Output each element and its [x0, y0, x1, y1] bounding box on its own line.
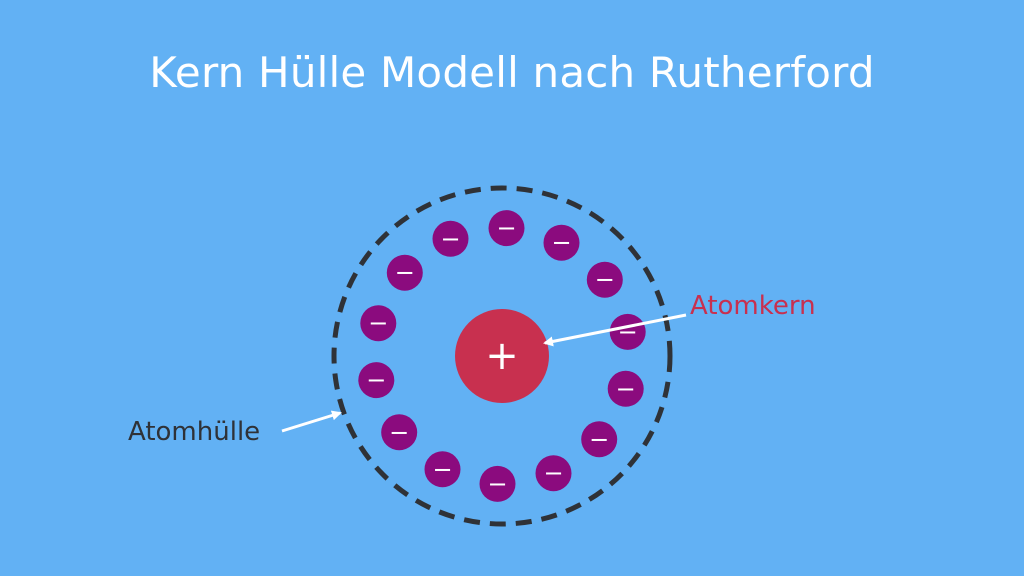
electron-minus-sign: −: [389, 418, 409, 446]
electron-circle: [607, 370, 644, 407]
electron-circle: [424, 451, 461, 488]
electron: −: [535, 455, 572, 492]
nucleus: +: [455, 309, 549, 403]
electron-circle: [358, 362, 395, 399]
electron: −: [358, 362, 395, 399]
electron-circle: [609, 313, 646, 350]
electron-minus-sign: −: [440, 225, 460, 253]
electron-circle: [432, 220, 469, 257]
electron: −: [581, 421, 618, 458]
electron-circle: [543, 224, 580, 261]
shell-pointer-arrow: [281, 410, 342, 433]
electron-circle: [535, 455, 572, 492]
diagram-title: Kern Hülle Modell nach Rutherford: [149, 48, 875, 97]
nucleus-label: Atomkern: [690, 291, 816, 321]
electron-minus-sign: −: [551, 229, 571, 257]
shell-label: Atomhülle: [128, 417, 260, 447]
electron-minus-sign: −: [589, 425, 609, 453]
atom-shell-ring: [331, 185, 673, 527]
electron-minus-sign: −: [618, 318, 638, 346]
electron-circle: [479, 465, 516, 502]
electron: −: [386, 254, 423, 291]
electron: −: [607, 370, 644, 407]
electron-minus-sign: −: [496, 214, 516, 242]
electron: −: [360, 305, 397, 342]
electron: −: [424, 451, 461, 488]
electron-minus-sign: −: [368, 309, 388, 337]
electron-circle: [581, 421, 618, 458]
electron-circle: [360, 305, 397, 342]
electron-group: −−−−−−−−−−−−−−: [358, 210, 646, 502]
electron: −: [381, 414, 418, 451]
electron-circle: [488, 210, 525, 247]
electron-minus-sign: −: [487, 470, 507, 498]
electron-minus-sign: −: [543, 459, 563, 487]
electron: −: [609, 313, 646, 350]
electron-circle: [586, 261, 623, 298]
electron: −: [586, 261, 623, 298]
nucleus-pointer-arrow: [543, 313, 687, 347]
electron-circle: [386, 254, 423, 291]
nucleus-circle: [455, 309, 549, 403]
electron-minus-sign: −: [366, 366, 386, 394]
electron: −: [488, 210, 525, 247]
electron-circle: [381, 414, 418, 451]
electron: −: [479, 465, 516, 502]
electron: −: [543, 224, 580, 261]
electron-minus-sign: −: [395, 259, 415, 287]
nucleus-plus-sign: +: [485, 333, 519, 379]
electron-minus-sign: −: [595, 266, 615, 294]
electron-minus-sign: −: [432, 455, 452, 483]
electron: −: [432, 220, 469, 257]
electron-minus-sign: −: [616, 375, 636, 403]
